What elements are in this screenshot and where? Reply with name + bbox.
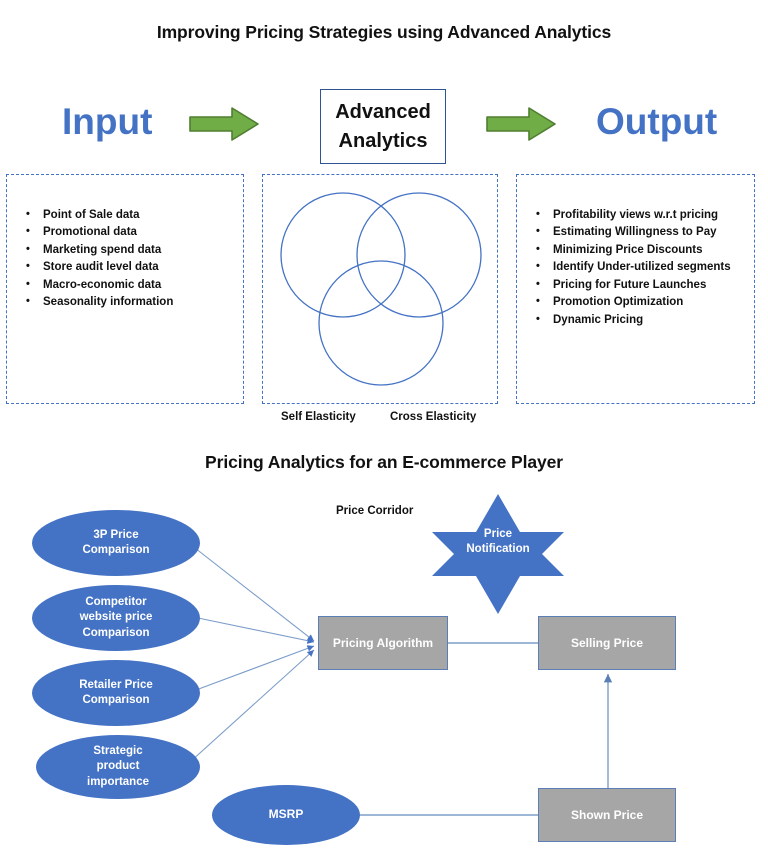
connector-3p-to-algorithm [194,547,315,642]
node-retailer-price-comparison[interactable]: Retailer Price Comparison [32,660,200,726]
list-item: Pricing for Future Launches [531,276,748,294]
right-arrow-icon [189,107,259,141]
page-title-top: Improving Pricing Strategies using Advan… [156,22,612,42]
input-panel: Point of Sale data Promotional data Mark… [6,174,244,404]
node-label-line1: 3P Price [93,528,139,541]
list-item: Estimating Willingness to Pay [531,223,748,241]
price-notification-star-icon [432,494,564,614]
node-pricing-algorithm[interactable]: Pricing Algorithm [318,616,448,670]
connector-competitor-to-algorithm [197,617,315,644]
venn-circle-self [280,192,406,318]
node-label-line1: Retailer Price [79,678,153,691]
node-label-line2: product [96,760,140,773]
list-item: Macro-economic data [21,276,237,294]
node-label-line2: Comparison [82,544,150,556]
list-item: Profitability views w.r.t pricing [531,206,748,224]
connector-retailer-to-algorithm [195,645,315,691]
node-strategic-product-importance[interactable]: Strategic product importance [36,735,200,799]
node-label-line2: Comparison [82,694,150,706]
list-item: Identify Under-utilized segments [531,258,748,276]
list-item: Promotion Optimization [531,293,748,311]
venn-circle-corridor [318,260,444,386]
advanced-analytics-line1: Advanced [335,101,431,124]
venn-circle-cross [356,192,482,318]
input-bullet-list: Point of Sale data Promotional data Mark… [21,206,237,312]
node-msrp[interactable]: MSRP [212,785,360,845]
node-label-line2: website price [79,611,153,624]
page-title-bottom: Pricing Analytics for an E-commerce Play… [205,452,563,472]
list-item: Point of Sale data [21,206,237,224]
list-item: Dynamic Pricing [531,311,748,329]
venn-label-self-elasticity: Self Elasticity [281,411,356,423]
venn-label-price-corridor: Price Corridor [336,505,414,517]
advanced-analytics-line2: Analytics [338,129,428,152]
advanced-analytics-box: Advanced Analytics [320,89,446,164]
output-panel: Profitability views w.r.t pricing Estima… [516,174,755,404]
list-item: Marketing spend data [21,241,237,259]
list-item: Promotional data [21,223,237,241]
venn-label-cross-elasticity: Cross Elasticity [390,411,477,423]
output-bullet-list: Profitability views w.r.t pricing Estima… [531,206,748,329]
right-arrow-icon [486,107,556,141]
output-heading: Output [596,101,718,142]
node-label-line1: Strategic [93,745,143,758]
venn-diagram [280,192,482,386]
node-selling-price[interactable]: Selling Price [538,616,676,670]
list-item: Minimizing Price Discounts [531,241,748,259]
node-competitor-website-price-comparison[interactable]: Competitor website price Comparison [32,585,200,651]
node-label-line1: Competitor [85,596,147,609]
analytics-panel: Self Elasticity Cross Elasticity Price C… [262,174,498,517]
connector-strategic-to-algorithm [189,649,315,763]
list-item: Store audit level data [21,258,237,276]
node-label-line3: Comparison [82,626,150,639]
input-heading: Input [62,101,153,142]
list-item: Seasonality information [21,293,237,311]
node-label-line3: importance [87,775,149,788]
node-shown-price[interactable]: Shown Price [538,788,676,842]
node-3p-price-comparison[interactable]: 3P Price Comparison [32,510,200,576]
